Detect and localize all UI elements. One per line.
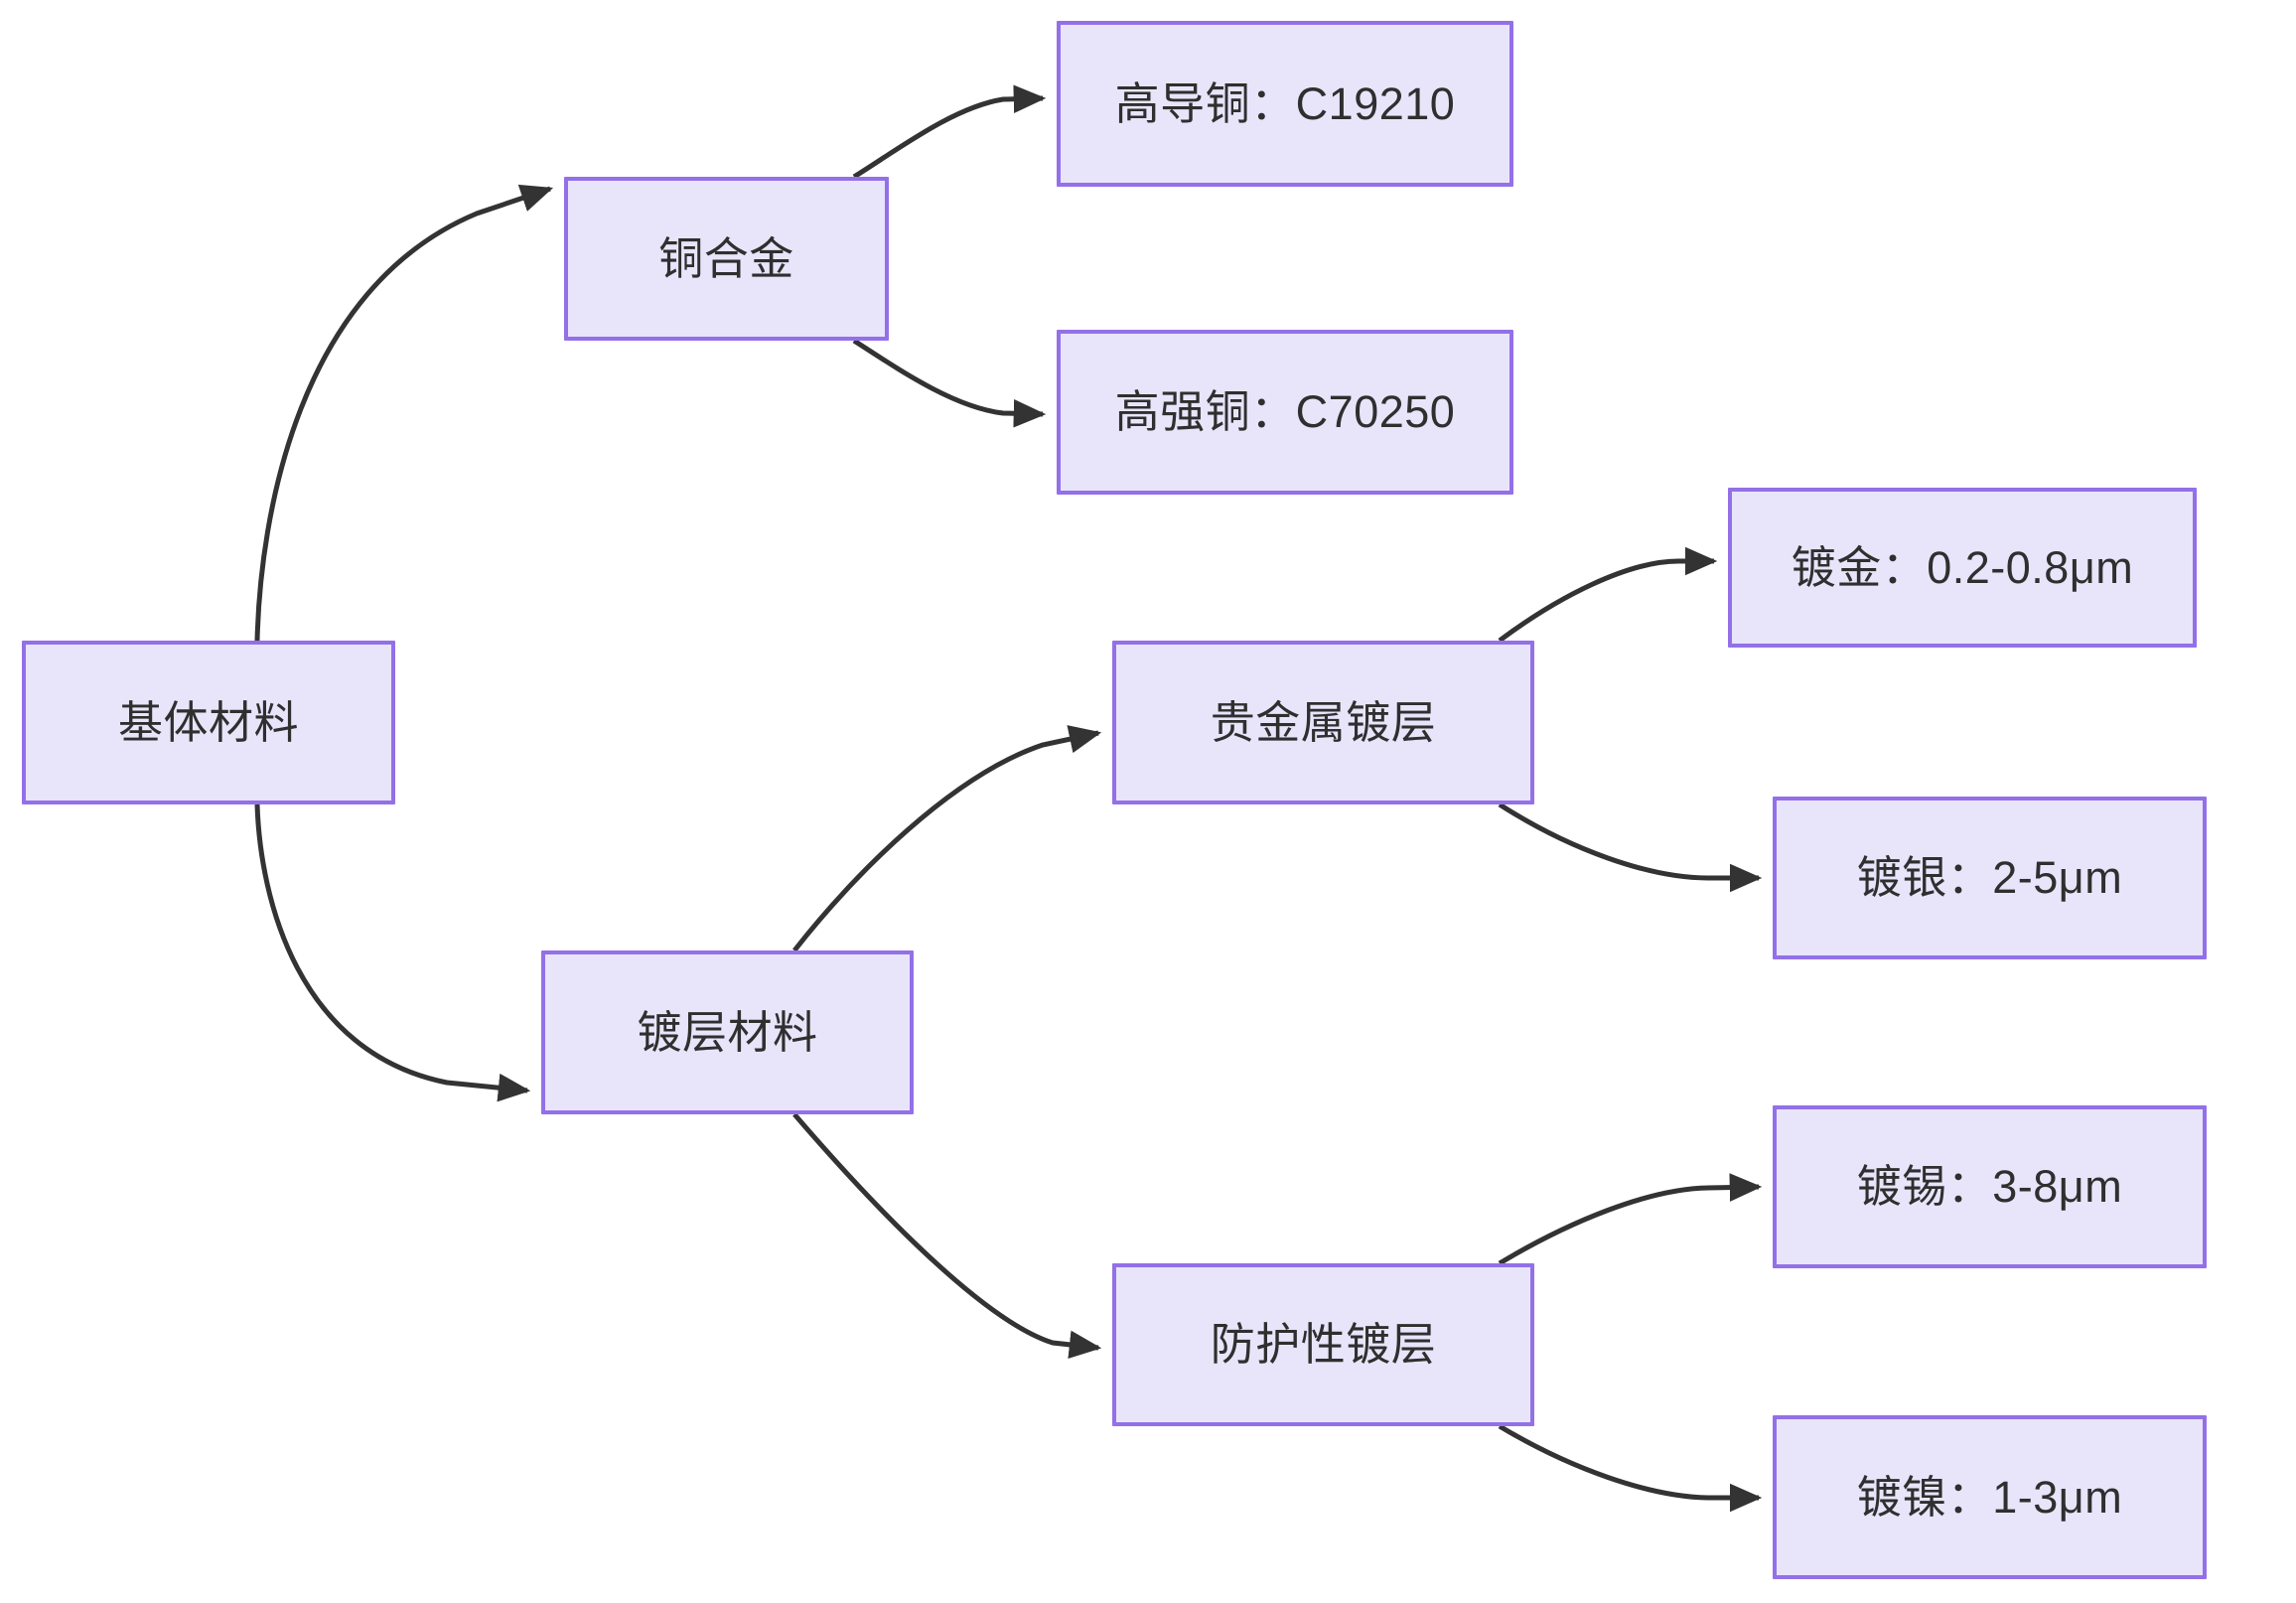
node-nickel-label: 镀镍：1-3μm xyxy=(1856,1471,2123,1523)
edge-copper-to-strong xyxy=(852,338,1047,428)
node-noble[interactable]: 贵金属镀层 xyxy=(1112,641,1534,804)
node-strong-label: 高强铜：C70250 xyxy=(1114,386,1456,437)
edge-copper-to-cond xyxy=(852,84,1047,180)
node-noble-label: 贵金属镀层 xyxy=(1210,696,1437,748)
node-copper-label: 铜合金 xyxy=(658,232,794,284)
node-gold-label: 镀金：0.2-0.8μm xyxy=(1791,541,2134,593)
edge-plating-to-protect xyxy=(792,1112,1102,1360)
edge-plating-to-noble xyxy=(792,725,1102,952)
edge-protect-to-tin xyxy=(1498,1173,1763,1266)
node-silver[interactable]: 镀银：2-5μm xyxy=(1773,797,2207,959)
node-tin-label: 镀锡：3-8μm xyxy=(1856,1161,2123,1212)
node-strong[interactable]: 高强铜：C70250 xyxy=(1057,330,1513,495)
node-root-label: 基体材料 xyxy=(117,696,299,748)
node-tin[interactable]: 镀锡：3-8μm xyxy=(1773,1105,2207,1268)
edge-protect-to-nickel xyxy=(1498,1423,1763,1513)
node-cond-label: 高导铜：C19210 xyxy=(1114,77,1456,129)
node-protect[interactable]: 防护性镀层 xyxy=(1112,1263,1534,1426)
edge-noble-to-silver xyxy=(1498,802,1763,893)
node-gold[interactable]: 镀金：0.2-0.8μm xyxy=(1728,488,2197,648)
edge-noble-to-gold xyxy=(1498,546,1718,644)
node-plating-label: 镀层材料 xyxy=(637,1006,818,1058)
node-plating[interactable]: 镀层材料 xyxy=(541,950,914,1114)
node-silver-label: 镀银：2-5μm xyxy=(1856,852,2123,903)
edge-root-to-plating xyxy=(254,803,531,1102)
node-copper[interactable]: 铜合金 xyxy=(564,177,889,341)
node-root[interactable]: 基体材料 xyxy=(22,641,395,804)
node-cond[interactable]: 高导铜：C19210 xyxy=(1057,21,1513,187)
node-protect-label: 防护性镀层 xyxy=(1210,1319,1437,1370)
node-nickel[interactable]: 镀镍：1-3μm xyxy=(1773,1415,2207,1579)
edge-root-to-copper xyxy=(254,184,554,642)
